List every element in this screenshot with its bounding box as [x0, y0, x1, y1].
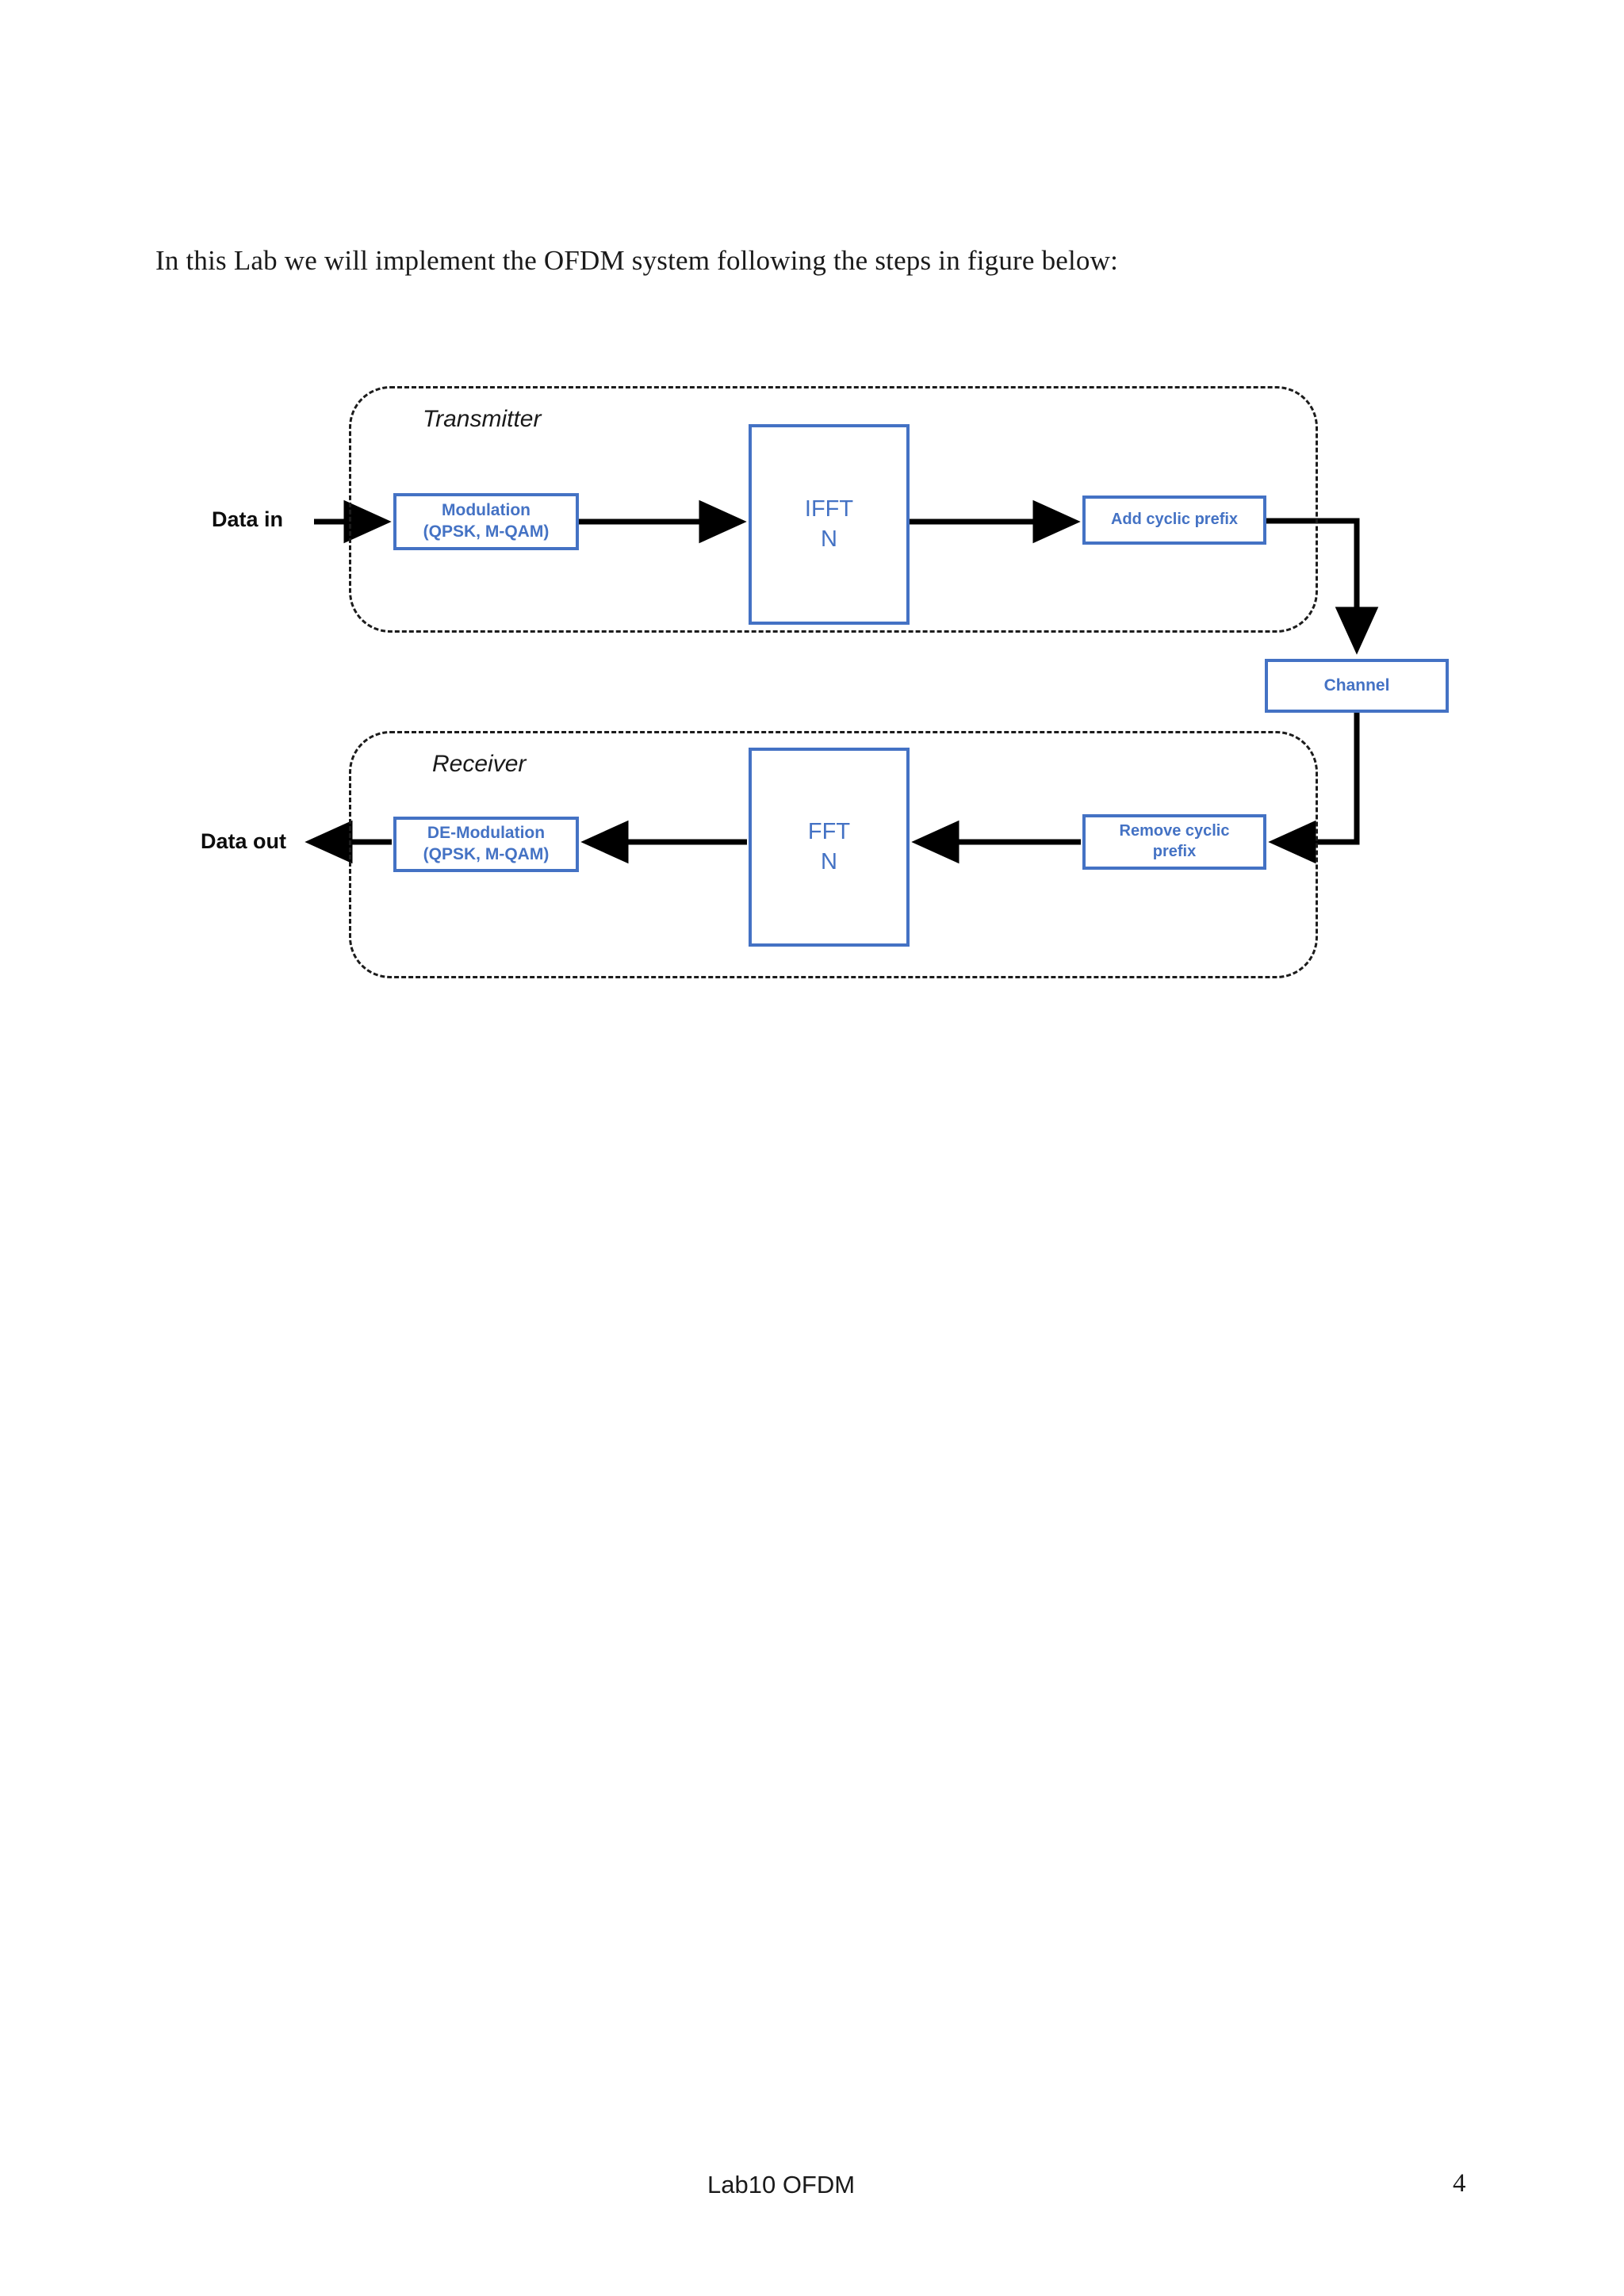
block-remove-cyclic-prefix-line1: Remove cyclic — [1119, 822, 1230, 840]
block-remove-cyclic-prefix-line2: prefix — [1152, 843, 1197, 860]
transmitter-group-container — [349, 386, 1318, 633]
block-remove-cyclic-prefix: Remove cyclic prefix — [1082, 814, 1266, 870]
receiver-group-container — [349, 731, 1318, 978]
block-add-cyclic-prefix: Add cyclic prefix — [1082, 496, 1266, 545]
block-add-cyclic-prefix-line1: Add cyclic prefix — [1110, 511, 1239, 529]
block-channel: Channel — [1265, 659, 1449, 713]
block-ifft: IFFT N — [749, 424, 910, 625]
block-channel-line1: Channel — [1323, 675, 1390, 695]
footer-page-number: 4 — [1453, 2169, 1466, 2198]
block-ifft-line2: N — [821, 526, 837, 552]
data-in-label: Data in — [212, 507, 284, 531]
block-ifft-line1: IFFT — [804, 496, 854, 522]
footer-title: Lab10 OFDM — [707, 2171, 856, 2198]
block-demodulation-line1: DE-Modulation — [427, 824, 546, 843]
transmitter-group-label: Transmitter — [423, 406, 542, 432]
intro-paragraph: In this Lab we will implement the OFDM s… — [155, 245, 1119, 276]
block-modulation-line2: (QPSK, M-QAM) — [423, 522, 550, 541]
block-fft-line1: FFT — [807, 819, 851, 845]
block-demodulation-line2: (QPSK, M-QAM) — [423, 845, 550, 863]
block-fft-line2: N — [821, 848, 837, 874]
block-modulation: Modulation (QPSK, M-QAM) — [393, 493, 579, 550]
data-out-label: Data out — [201, 829, 286, 853]
block-demodulation: DE-Modulation (QPSK, M-QAM) — [393, 817, 579, 872]
block-modulation-line1: Modulation — [442, 501, 530, 520]
block-fft: FFT N — [749, 748, 910, 947]
receiver-group-label: Receiver — [432, 751, 527, 777]
